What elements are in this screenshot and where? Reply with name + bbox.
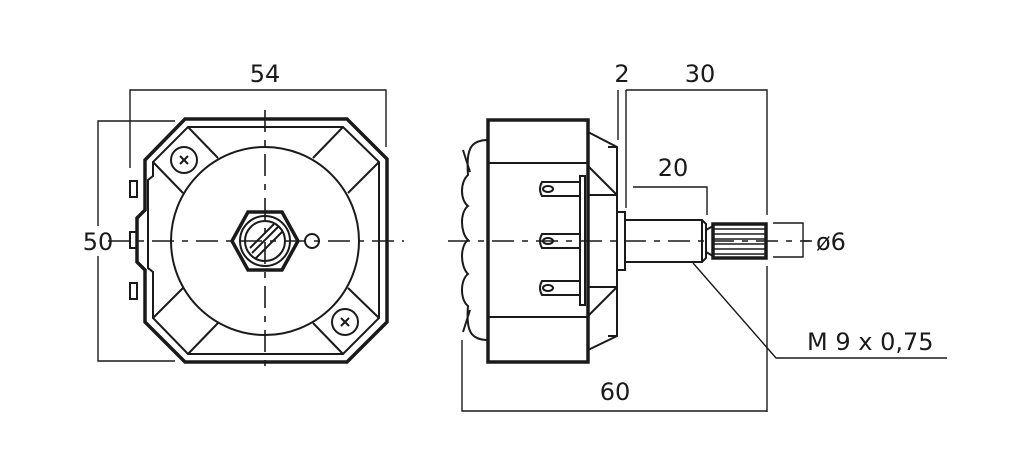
dimension-2-label: 2 bbox=[614, 60, 629, 88]
side-view: 2 30 20 ø6 60 M 9 x 0,75 bbox=[448, 60, 947, 412]
screw-icon bbox=[331, 308, 359, 336]
solder-lug bbox=[539, 181, 580, 197]
dimension-line-2-30 bbox=[617, 89, 768, 412]
dimension-54-label: 54 bbox=[250, 60, 281, 88]
body-bands bbox=[488, 162, 588, 318]
dimension-60-label: 60 bbox=[600, 378, 631, 406]
corner-braces bbox=[152, 126, 380, 355]
dimension-line-60 bbox=[461, 340, 767, 412]
housing-outline bbox=[135, 117, 389, 364]
thread-label: M 9 x 0,75 bbox=[807, 328, 934, 356]
side-tab bbox=[129, 282, 138, 300]
dimension-30-label: 30 bbox=[685, 60, 716, 88]
dimension-line-50 bbox=[97, 120, 175, 362]
solder-lug bbox=[539, 280, 580, 296]
front-flange bbox=[616, 211, 626, 271]
dimension-line-20 bbox=[633, 186, 708, 215]
dimension-line-54 bbox=[129, 89, 387, 168]
side-tab bbox=[129, 231, 138, 249]
dimension-50-label: 50 bbox=[83, 228, 114, 256]
dimension-20-label: 20 bbox=[658, 154, 689, 182]
thread-leader-line bbox=[692, 262, 947, 359]
rear-bumps bbox=[461, 139, 489, 341]
dimension-diameter-label: ø6 bbox=[816, 228, 846, 256]
front-view: 54 50 bbox=[83, 60, 404, 374]
side-tab bbox=[129, 180, 138, 198]
dimension-line-diameter bbox=[773, 222, 812, 258]
screw-icon bbox=[170, 146, 198, 174]
